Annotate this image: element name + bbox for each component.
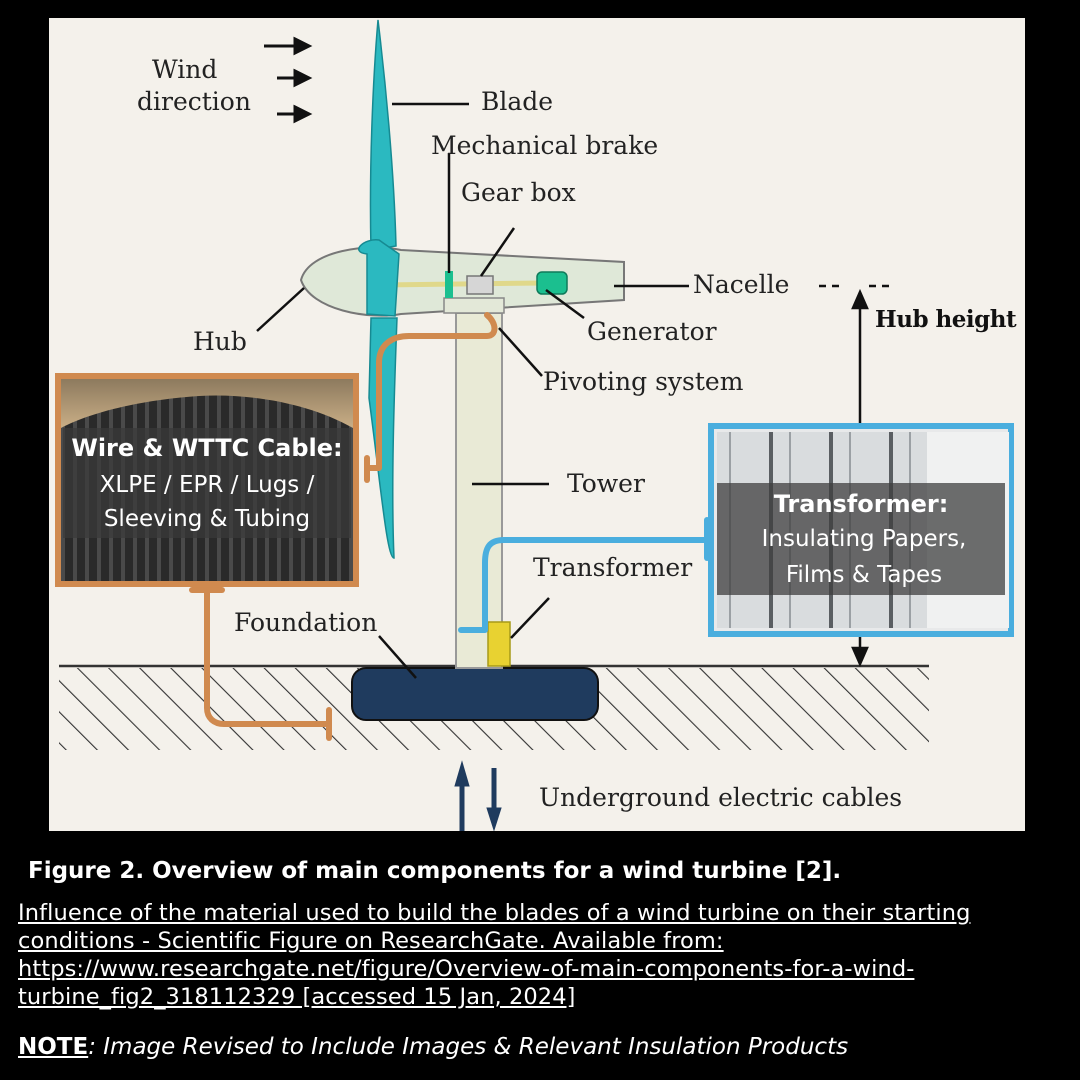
wind-direction-arrows <box>264 36 313 124</box>
figure-caption: Figure 2. Overview of main components fo… <box>28 858 842 884</box>
leader-lines <box>256 102 689 679</box>
cable-callout-line2: Sleeving & Tubing <box>104 506 310 532</box>
cable-callout-line1: XLPE / EPR / Lugs / <box>100 472 315 498</box>
cable-connector-line <box>189 312 498 741</box>
transformer-connector-line <box>458 517 710 633</box>
note-keyword: NOTE <box>18 1034 89 1060</box>
label-gear-box: Gear box <box>461 178 576 207</box>
label-tower: Tower <box>567 469 645 498</box>
generator <box>536 271 568 295</box>
label-nacelle: Nacelle <box>693 270 789 299</box>
transformer-callout: Transformer: Insulating Papers, Films & … <box>708 423 1014 637</box>
wind-turbine-diagram: Wind direction Blade Mechanical brake Ge… <box>49 18 1025 831</box>
transformer-callout-line2: Films & Tapes <box>786 562 942 588</box>
label-generator: Generator <box>587 317 717 346</box>
foundation-block <box>351 667 599 721</box>
transformer-callout-line1: Insulating Papers, <box>762 526 967 552</box>
note-text: : Image Revised to Include Images & Rele… <box>88 1034 849 1060</box>
cable-callout: Wire & WTTC Cable: XLPE / EPR / Lugs / S… <box>55 373 359 587</box>
transformer-callout-title: Transformer: <box>774 490 949 518</box>
hub-height-label: Hub height <box>875 306 1017 333</box>
gear-box <box>466 275 494 295</box>
wind-label-line2: direction <box>137 87 251 116</box>
underground-cables-arrows <box>454 760 502 831</box>
transformer-unit <box>487 621 511 667</box>
label-blade: Blade <box>481 87 553 116</box>
label-mechanical-brake: Mechanical brake <box>431 131 658 160</box>
label-hub: Hub <box>193 327 247 356</box>
tower <box>455 312 503 669</box>
label-foundation: Foundation <box>234 608 377 637</box>
wind-label-line1: Wind <box>152 55 217 84</box>
citation-link[interactable]: Influence of the material used to build … <box>18 900 971 1010</box>
cable-callout-title: Wire & WTTC Cable: <box>71 434 342 462</box>
label-underground-cables: Underground electric cables <box>539 783 902 812</box>
note: NOTE: Image Revised to Include Images & … <box>18 1034 848 1060</box>
hub-height-marker <box>819 284 894 668</box>
label-pivoting-system: Pivoting system <box>543 367 744 396</box>
label-transformer: Transformer <box>533 553 692 582</box>
drive-shaft <box>378 280 545 288</box>
mechanical-brake <box>445 271 453 298</box>
